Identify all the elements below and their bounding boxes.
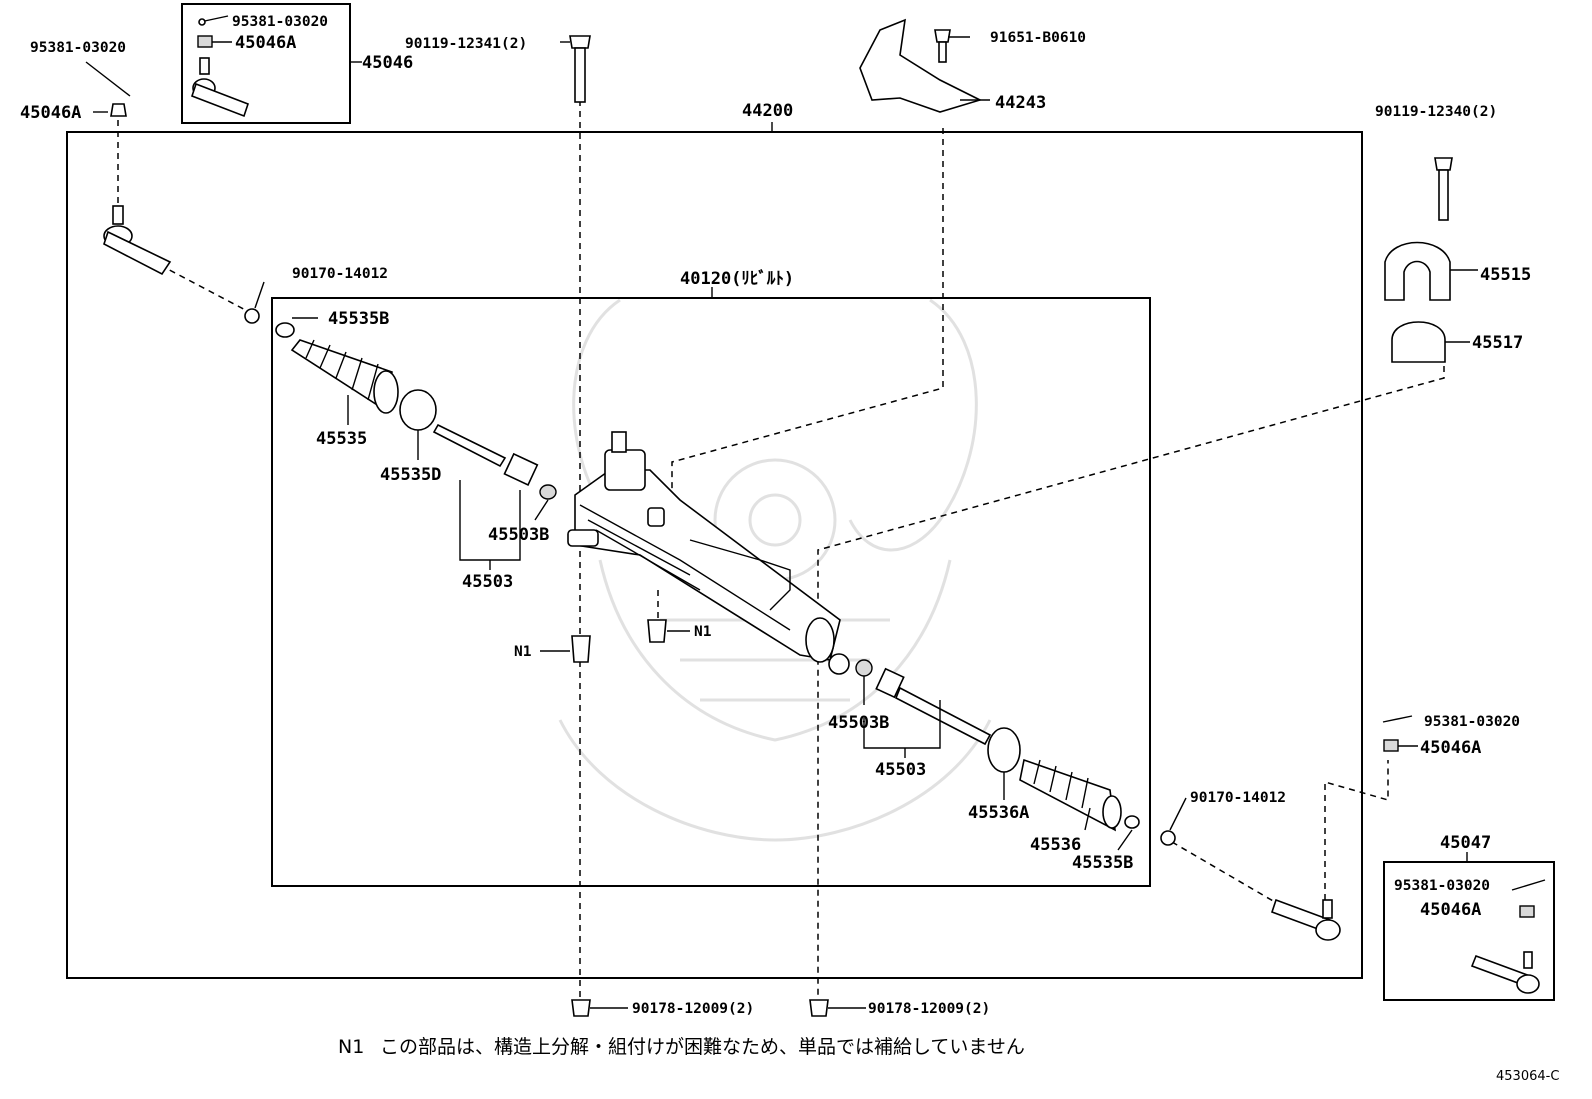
- label-nut-bottom-left: 90178-12009(2): [632, 1001, 754, 1017]
- label-washer-left: 45503B: [488, 525, 549, 545]
- bracket-44243: [859, 18, 983, 113]
- kit-45046-box: [181, 3, 351, 124]
- label-bracket: 44243: [995, 93, 1046, 113]
- n1-bushings: [571, 619, 667, 663]
- steering-rack-housing: [567, 431, 841, 663]
- assembly-44200-box: [66, 131, 1363, 979]
- label-cotter-pin-tl: 95381-03020: [30, 40, 126, 56]
- label-rod-left: 45503: [462, 572, 513, 592]
- right-boot-parts: [828, 653, 1176, 846]
- label-kit-nut-lh: 45046A: [235, 33, 296, 53]
- bracket-45515-set: [1384, 157, 1453, 363]
- label-boot-right: 45536: [1030, 835, 1081, 855]
- label-nut-bottom-right: 90178-12009(2): [868, 1001, 990, 1017]
- tie-rod-end-left: [85, 61, 172, 276]
- label-n1-center: N1: [694, 624, 712, 640]
- label-nut-90170-left: 90170-14012: [292, 266, 388, 282]
- label-boot-left: 45535: [316, 429, 367, 449]
- label-kit-cotter-pin-lh: 95381-03020: [232, 14, 328, 30]
- watermark-emblem: [558, 298, 992, 842]
- label-clamp-left: 45535D: [380, 465, 441, 485]
- kit-45046-parts: [190, 15, 250, 118]
- label-nut-90170-right: 90170-14012: [1190, 790, 1286, 806]
- label-n1-left: N1: [514, 644, 532, 660]
- label-rod-right: 45503: [875, 760, 926, 780]
- label-nut-right: 45046A: [1420, 738, 1481, 758]
- label-nut-tl: 45046A: [20, 103, 81, 123]
- label-bolt-right: 90119-12340(2): [1375, 104, 1497, 120]
- label-bolt-top: 90119-12341(2): [405, 36, 527, 52]
- note-text: この部品は、構造上分解・組付けが困難なため、単品では補給していません: [380, 1036, 1025, 1058]
- label-assembly: 44200: [742, 101, 793, 121]
- kit-45047-box: [1383, 861, 1555, 1001]
- label-clamp-right: 45536A: [968, 803, 1029, 823]
- left-boot-parts: [244, 308, 557, 500]
- label-bracket-right: 45515: [1480, 265, 1531, 285]
- illustration-id: 453064-C: [1496, 1069, 1559, 1084]
- label-group-45046: 45046: [362, 53, 413, 73]
- bolt-90119-12341: [569, 35, 591, 103]
- label-group-45047: 45047: [1440, 833, 1491, 853]
- label-leaders: [93, 36, 1478, 1009]
- label-washer-right: 45503B: [828, 713, 889, 733]
- note-mark: N1: [338, 1036, 364, 1058]
- label-kit-cotter-pin-rh: 95381-03020: [1394, 878, 1490, 894]
- label-kit-nut-rh: 45046A: [1420, 900, 1481, 920]
- label-clip-right: 45535B: [1072, 853, 1133, 873]
- label-cotter-pin-right: 95381-03020: [1424, 714, 1520, 730]
- rebuilt-40120-box: [271, 297, 1151, 887]
- kit-45047-parts: [1470, 879, 1546, 994]
- tie-rod-end-right: [1270, 715, 1413, 941]
- bottom-nuts: [571, 999, 829, 1017]
- dashed-leaders: [117, 100, 1445, 1000]
- label-clip-left: 45535B: [328, 309, 389, 329]
- label-bolt-bracket: 91651-B0610: [990, 30, 1086, 46]
- label-bushing-right: 45517: [1472, 333, 1523, 353]
- label-rebuilt: 40120(ﾘﾋﾞﾙﾄ): [680, 268, 794, 289]
